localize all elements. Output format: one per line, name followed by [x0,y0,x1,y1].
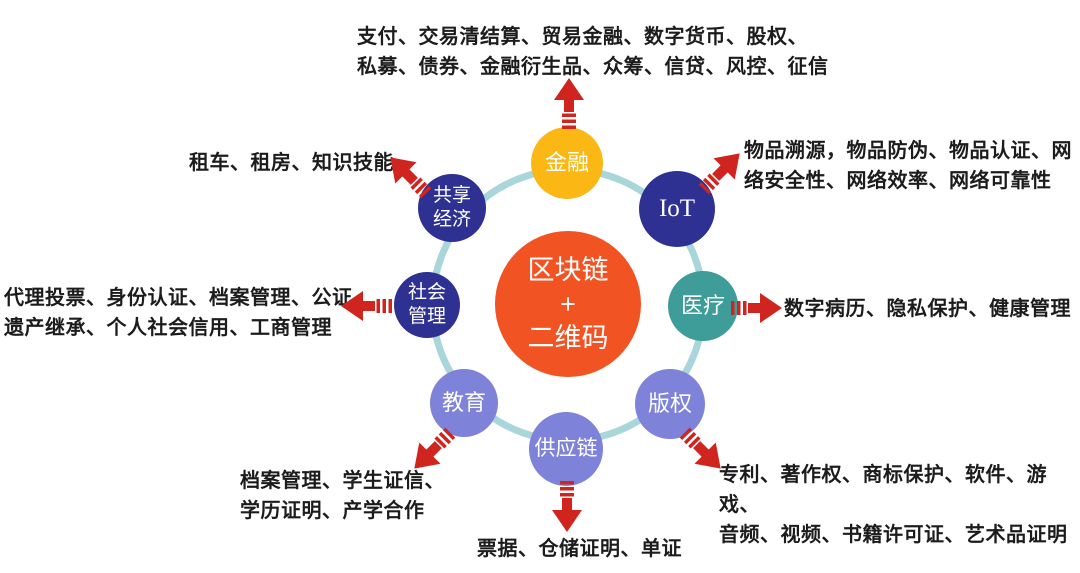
node-copyright: 版权 [635,369,705,439]
node-education: 教育 [430,369,498,437]
arrow-right-icon [731,293,782,323]
node-social-management: 社会 管理 [394,272,460,338]
supply-chain-applications-text: 票据、仓储证明、单证 [477,538,682,560]
node-sharing-economy: 共享 经济 [418,174,486,242]
finance-applications-text: 支付、交易清结算、贸易金融、数字货币、股权、 私募、债券、金融衍生品、众筹、信贷… [357,26,829,78]
node-supply-chain: 供应链 [529,412,603,486]
node-finance: 金融 [531,127,603,199]
arrow-down-icon [552,481,582,532]
education-applications-text: 档案管理、学生证信、 学历证明、产学合作 [240,470,445,522]
center-node-blockchain-qrcode: 区块链 + 二维码 [495,231,641,377]
copyright-applications-text: 专利、著作权、商标保护、软件、游戏、 音频、视频、书籍许可证、艺术品证明 [719,464,1068,546]
sharing-economy-applications-text: 租车、租房、知识技能 [189,152,394,174]
arrow-down-left-icon [414,427,456,469]
social-management-applications-text: 代理投票、身份认证、档案管理、公证、 遗产继承、个人社会信用、工商管理 [4,287,373,339]
arrow-up-left-icon [390,157,432,199]
arrow-down-right-icon [679,427,721,469]
arrow-up-right-icon [698,153,740,195]
node-medical: 医疗 [668,271,738,341]
node-iot: IoT [639,171,715,247]
arrow-up-icon [554,78,584,129]
medical-applications-text: 数字病历、隐私保护、健康管理 [784,298,1071,320]
arrow-left-icon [341,291,392,321]
iot-applications-text: 物品溯源，物品防伪、物品认证、网 络安全性、网络效率、网络可靠性 [744,140,1072,192]
